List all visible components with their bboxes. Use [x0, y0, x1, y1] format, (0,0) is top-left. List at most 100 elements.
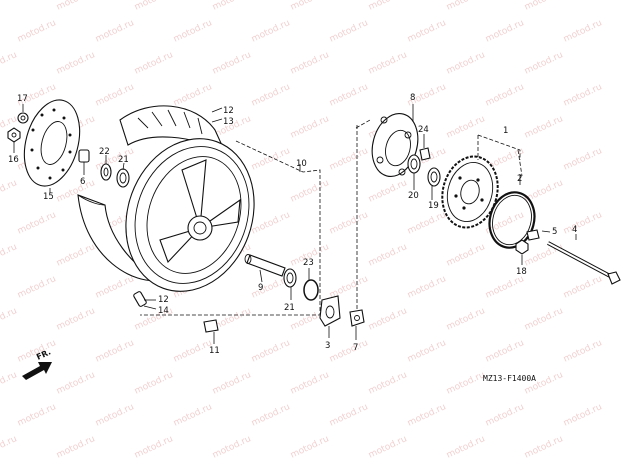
sprocket-nut: [515, 239, 529, 255]
watermark-text: motod.ru: [250, 146, 292, 173]
bearing-right: [283, 268, 297, 288]
watermark-text: motod.ru: [16, 338, 58, 365]
watermark-text: motod.ru: [55, 306, 97, 333]
watermark-text: motod.ru: [16, 210, 58, 237]
watermark-text: motod.ru: [367, 306, 409, 333]
watermark-text: motod.ru: [406, 338, 448, 365]
callout-7: 7: [353, 343, 358, 353]
group-boxes: [140, 119, 523, 316]
watermark-text: motod.ru: [484, 338, 526, 365]
callout-10: 10: [296, 159, 307, 169]
watermark-text: motod.ru: [55, 434, 97, 461]
watermark-text: motod.ru: [16, 402, 58, 429]
watermark-text: motod.ru: [289, 50, 331, 77]
watermark-text: motod.ru: [172, 338, 214, 365]
watermark-text: motod.ru: [211, 370, 253, 397]
watermark-text: motod.ru: [289, 0, 331, 13]
watermark-text: motod.ru: [211, 50, 253, 77]
watermark-text: motod.ru: [0, 306, 19, 333]
distance-collar: [244, 254, 286, 277]
callout-21-right: 21: [284, 303, 295, 313]
watermark-text: motod.ru: [0, 50, 19, 77]
disc-nut: [17, 112, 29, 124]
watermark-text: motod.ru: [250, 338, 292, 365]
watermark-text: motod.ru: [172, 82, 214, 109]
watermark-text: motod.ru: [328, 82, 370, 109]
watermark-text: motod.ru: [367, 434, 409, 461]
watermark-text: motod.ru: [0, 178, 19, 205]
callout-18: 18: [516, 267, 527, 277]
watermark-text: motod.ru: [55, 50, 97, 77]
watermark-text: motod.ru: [562, 18, 604, 45]
watermark-text: motod.ru: [406, 402, 448, 429]
watermark-text: motod.ru: [55, 242, 97, 269]
damper-rubber: [203, 319, 219, 333]
callout-24: 24: [418, 125, 429, 135]
callout-4: 4: [572, 225, 577, 235]
watermark-text: motod.ru: [16, 274, 58, 301]
watermark-text: motod.ru: [367, 50, 409, 77]
driven-sprocket: [441, 155, 499, 229]
watermark-text: motod.ru: [367, 242, 409, 269]
watermark-text: motod.ru: [289, 434, 331, 461]
watermark-text: motod.ru: [250, 82, 292, 109]
wheel-rim: [125, 138, 255, 292]
watermark-text: motod.ru: [328, 402, 370, 429]
leader-lines: [13, 104, 577, 344]
callout-22: 22: [99, 147, 110, 157]
watermark-text: motod.ru: [523, 50, 565, 77]
watermark-text: motod.ru: [445, 50, 487, 77]
watermark-text: motod.ru: [445, 370, 487, 397]
callouts: 12 13 17 16 15 6 22 21 10 9 21 23 12 14 …: [8, 93, 577, 356]
watermark-text: motod.ru: [367, 178, 409, 205]
watermark-text: motod.ru: [0, 434, 19, 461]
watermark-text: motod.ru: [133, 50, 175, 77]
oil-seal: [100, 163, 112, 181]
watermark-text: motod.ru: [562, 146, 604, 173]
watermark-text: motod.ru: [289, 114, 331, 141]
callout-12-valve: 12: [158, 295, 169, 305]
drive-chain-ring: [488, 191, 536, 249]
callout-17: 17: [17, 94, 28, 104]
callout-13-tire: 13: [223, 117, 234, 127]
watermark-text: motod.ru: [211, 0, 253, 13]
watermark-text: motod.ru: [484, 82, 526, 109]
watermark-text: motod.ru: [562, 402, 604, 429]
watermark-text: motod.ru: [250, 402, 292, 429]
watermark-text: motod.ru: [94, 18, 136, 45]
side-collar: [319, 295, 341, 327]
watermark-text: motod.ru: [94, 274, 136, 301]
callout-19: 19: [428, 201, 439, 211]
watermark-text: motod.ru: [562, 210, 604, 237]
watermark-text: motod.ru: [16, 18, 58, 45]
watermark-text: motod.ru: [562, 82, 604, 109]
watermark-text: motod.ru: [133, 0, 175, 13]
watermark-text: motod.ru: [250, 210, 292, 237]
watermark-text: motod.ru: [367, 0, 409, 13]
watermark-text: motod.ru: [484, 18, 526, 45]
callout-23: 23: [303, 258, 314, 268]
watermark-text: motod.ru: [0, 370, 19, 397]
watermark-text: motod.ru: [445, 114, 487, 141]
callout-3: 3: [325, 341, 330, 351]
disc-bolt: [7, 127, 21, 143]
watermark-text: motod.ru: [562, 338, 604, 365]
watermark-text: motod.ru: [55, 0, 97, 13]
brake-disc: [23, 99, 81, 187]
callout-9: 9: [258, 283, 263, 293]
watermark-text: motod.ru: [406, 210, 448, 237]
axle-nut: [349, 309, 365, 327]
watermark-text: motod.ru: [328, 338, 370, 365]
watermark-text: motod.ru: [484, 274, 526, 301]
axle-collar: [526, 229, 540, 241]
callout-5: 5: [552, 227, 557, 237]
callout-16: 16: [8, 155, 19, 165]
o-ring: [303, 279, 319, 301]
watermark-text: motod.ru: [289, 370, 331, 397]
watermark-text: motod.ru: [445, 434, 487, 461]
watermark-text: motod.ru: [523, 114, 565, 141]
callout-21-left: 21: [118, 155, 129, 165]
callout-2: 2: [517, 174, 522, 184]
watermark-text: motod.ru: [172, 402, 214, 429]
